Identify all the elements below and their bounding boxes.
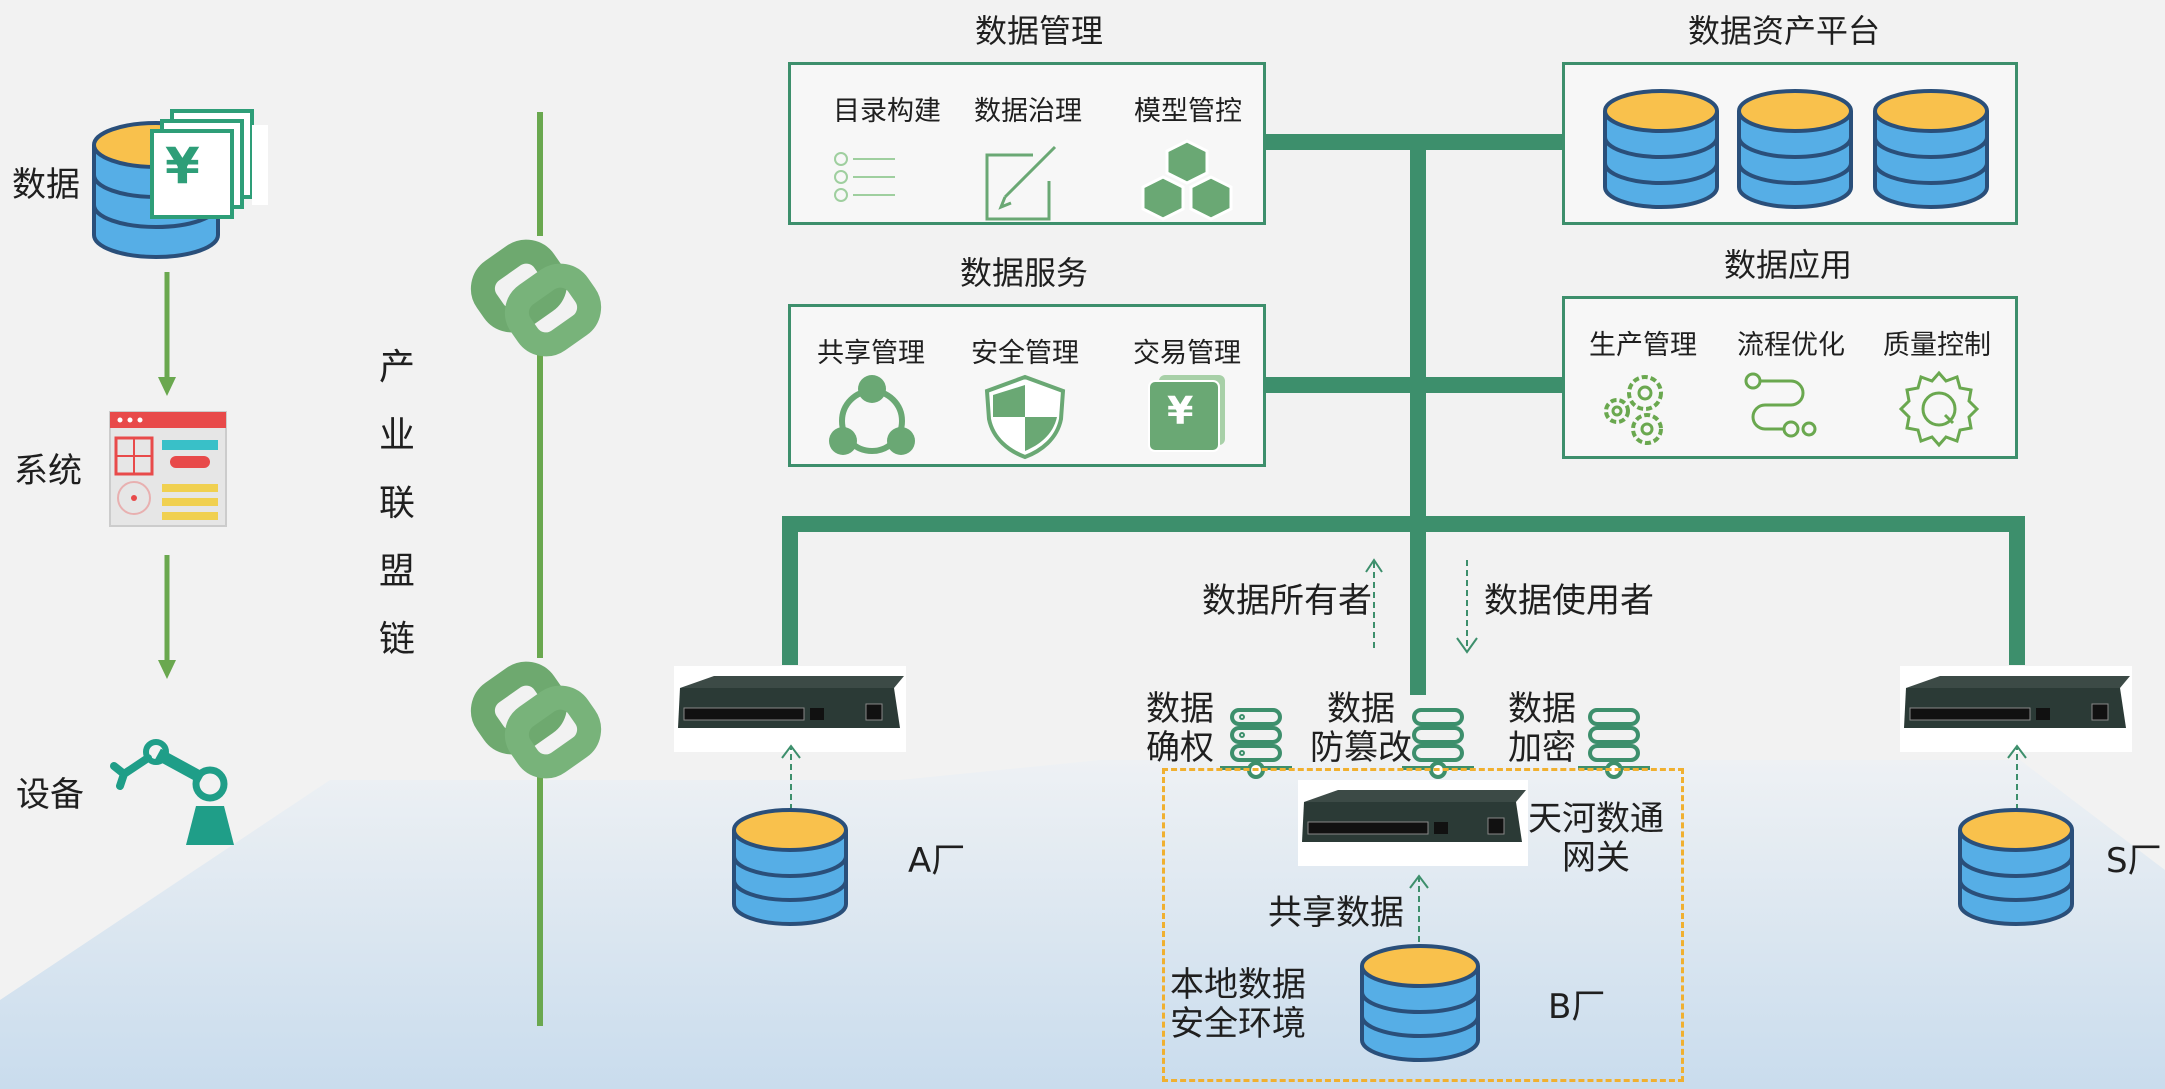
tianhe-gateway-device (1298, 780, 1528, 866)
item-process-optimize: 流程优化 (1737, 330, 1845, 361)
node-tamper-label: 数据防篡改 (1310, 689, 1412, 769)
gateway-device-a (674, 666, 906, 752)
asset-platform-title: 数据资产平台 (1688, 12, 1881, 50)
shared-data-label: 共享数据 (1268, 893, 1404, 933)
data-application-box: 生产管理 流程优化 质量控制 (1562, 296, 2018, 459)
share-icon (829, 375, 915, 455)
chain-char: 产 (378, 347, 415, 388)
a-database-icon (732, 808, 848, 926)
user-arrow (1456, 560, 1478, 654)
factory-b-label: B厂 (1548, 987, 1606, 1027)
data-database-icon (92, 109, 268, 259)
tianhe-gateway-label: 天河数通网关 (1528, 799, 1664, 879)
item-catalog: 目录构建 (833, 96, 941, 127)
shield-icon (984, 374, 1066, 460)
database-icon (1737, 89, 1853, 209)
item-governance: 数据治理 (974, 96, 1082, 127)
item-share-manage: 共享管理 (817, 338, 925, 369)
item-model-control: 模型管控 (1134, 96, 1242, 127)
chain-label: 产 业 联 盟 链 (372, 334, 422, 674)
chain-char: 链 (378, 619, 415, 660)
alliance-chain (470, 112, 602, 1026)
gears-icon (1604, 375, 1663, 445)
quality-gear-icon (1898, 370, 1980, 448)
trade-icon (1148, 375, 1225, 452)
owner-arrow (1365, 558, 1383, 648)
cubes-icon (1141, 139, 1233, 221)
gateway-device-s (1900, 666, 2132, 752)
server-node-icon (1402, 708, 1474, 779)
asset-databases (1603, 89, 1989, 209)
flow-icon (1744, 372, 1817, 438)
edit-icon (985, 145, 1057, 221)
item-quality-control: 质量控制 (1883, 330, 1991, 361)
trade-currency-symbol: ¥ (1167, 389, 1194, 433)
data-application-title: 数据应用 (1724, 246, 1853, 284)
robot-arm-icon (110, 739, 234, 845)
data-service-box: 共享管理 安全管理 交易管理 ¥ (788, 304, 1266, 467)
database-icon (1603, 89, 1719, 209)
data-service-title: 数据服务 (960, 254, 1089, 292)
a-upload-arrow (781, 744, 801, 810)
item-production-manage: 生产管理 (1589, 330, 1697, 361)
s-upload-arrow (2007, 744, 2027, 810)
factory-s-label: S厂 (2106, 841, 2162, 881)
item-trade-manage: 交易管理 (1133, 338, 1241, 369)
data-management-title: 数据管理 (975, 12, 1104, 50)
server-node-icon (1220, 708, 1292, 779)
b-factory-secure-zone (1162, 768, 1684, 1082)
item-security-manage: 安全管理 (971, 338, 1079, 369)
data-label: 数据 (12, 165, 80, 205)
b-upload-arrow (1409, 874, 1429, 942)
factory-a-label: A厂 (908, 841, 966, 881)
data-user-label: 数据使用者 (1484, 581, 1654, 621)
list-icon (834, 152, 895, 202)
system-label: 系统 (14, 451, 82, 491)
currency-symbol: ¥ (165, 137, 200, 195)
database-icon (1873, 89, 1989, 209)
asset-platform-box (1562, 62, 2018, 225)
chain-char: 业 (378, 415, 415, 456)
flow-arrow-2 (158, 555, 176, 679)
local-secure-env-label: 本地数据安全环境 (1170, 965, 1306, 1045)
b-database-icon (1360, 944, 1480, 1062)
data-management-box: 目录构建 数据治理 模型管控 (788, 62, 1266, 225)
data-owner-label: 数据所有者 (1202, 581, 1372, 621)
s-database-icon (1958, 808, 2074, 926)
chain-char: 盟 (378, 551, 415, 592)
node-encrypt-label: 数据加密 (1508, 689, 1576, 769)
server-node-icon (1578, 708, 1650, 779)
system-dashboard-icon (109, 411, 227, 527)
chain-char: 联 (378, 483, 415, 524)
flow-arrow-1 (158, 272, 176, 396)
device-label: 设备 (16, 775, 84, 815)
node-rights-label: 数据确权 (1146, 689, 1214, 769)
